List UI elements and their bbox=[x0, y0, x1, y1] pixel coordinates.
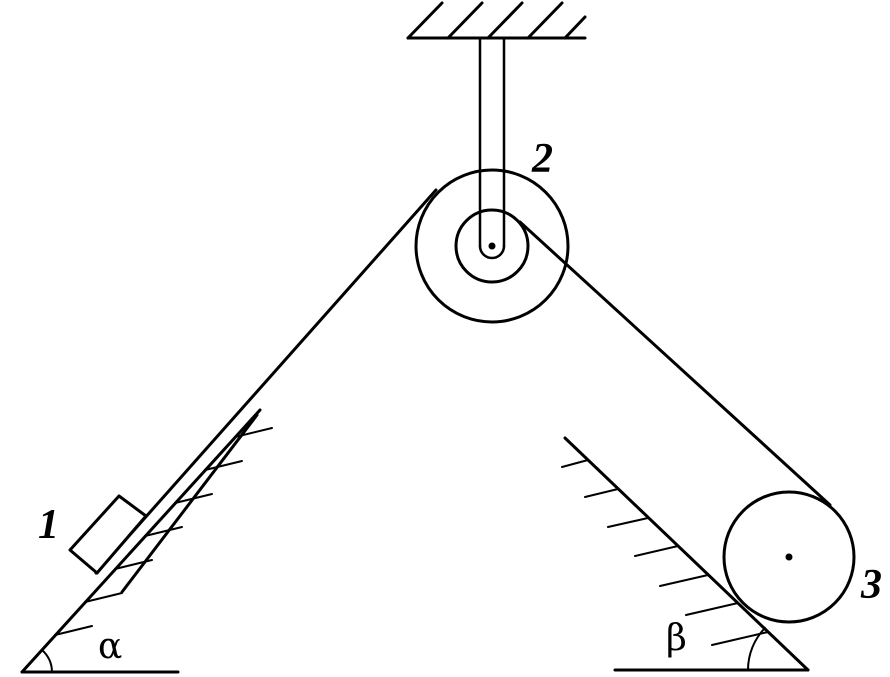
block-1 bbox=[68, 494, 148, 575]
label-body-2: 2 bbox=[531, 136, 553, 182]
cylinder-3 bbox=[722, 490, 856, 624]
rope-left-inner bbox=[120, 413, 259, 594]
rope-right bbox=[518, 220, 832, 507]
pulley-hanger-rod bbox=[478, 36, 506, 260]
label-body-1: 1 bbox=[38, 502, 59, 548]
rope-left-outer bbox=[94, 188, 438, 575]
label-body-3: 3 bbox=[860, 562, 882, 608]
left-inclined-plane bbox=[20, 408, 273, 674]
label-angle-alpha: α bbox=[98, 626, 122, 667]
label-angle-beta: β bbox=[666, 618, 687, 659]
ceiling-support bbox=[406, 1, 587, 40]
right-inclined-plane bbox=[561, 436, 810, 672]
pulley-2 bbox=[414, 168, 570, 324]
